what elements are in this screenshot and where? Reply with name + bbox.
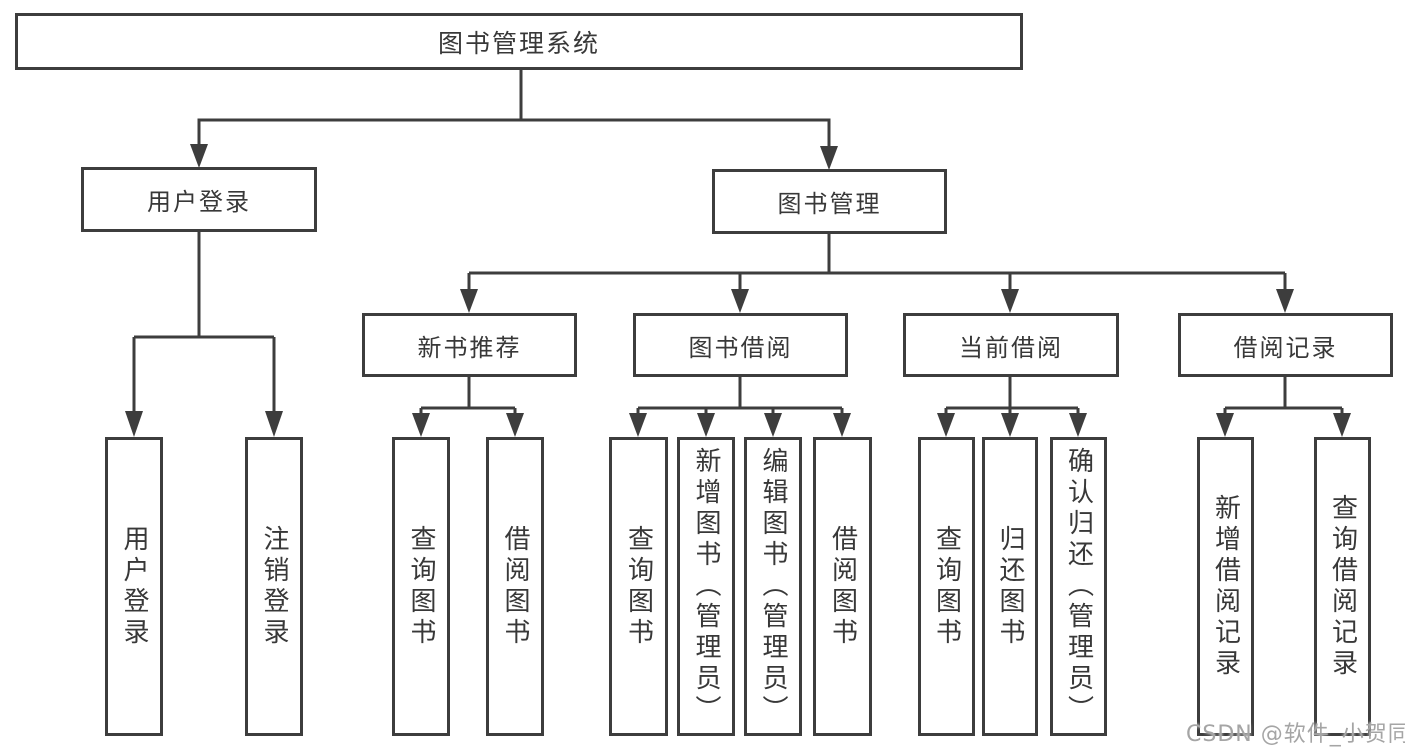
connector-borrow-records-children: [1216, 377, 1351, 437]
leaf-borrow-query: 查询图书: [609, 437, 668, 736]
leaf-newbook-query-label: 查询图书: [406, 524, 436, 649]
leaf-return-book-label: 归还图书: [995, 524, 1025, 649]
csdn-watermark: CSDN @软件_小贺同学: [1186, 722, 1405, 747]
connector-book-borrow-children: [629, 377, 851, 437]
leaf-confirm-return-admin: 确认归还（管理员）: [1050, 437, 1107, 736]
leaf-borrow-book-label: 借阅图书: [827, 524, 858, 649]
leaf-return-book: 归还图书: [982, 437, 1038, 736]
node-user-login-label: 用户登录: [147, 188, 251, 216]
connector-book-management-children: [460, 234, 1294, 313]
leaf-add-book-admin-label: 新增图书（管理员）: [691, 447, 721, 726]
leaf-current-query: 查询图书: [918, 437, 975, 736]
leaf-query-borrow-record: 查询借阅记录: [1314, 437, 1371, 736]
node-borrow-records: 借阅记录: [1178, 313, 1393, 377]
connector-root-to-level1: [190, 69, 838, 170]
leaf-confirm-return-admin-label: 确认归还（管理员）: [1063, 447, 1094, 726]
leaf-edit-book-admin: 编辑图书（管理员）: [744, 437, 802, 736]
connector-user-login-children: [125, 232, 283, 437]
leaf-add-borrow-record-label: 新增借阅记录: [1210, 493, 1241, 680]
node-book-management: 图书管理: [712, 169, 947, 234]
node-root-label: 图书管理系统: [437, 28, 600, 58]
node-user-login: 用户登录: [81, 167, 317, 232]
leaf-query-borrow-record-label: 查询借阅记录: [1327, 493, 1358, 680]
leaf-newbook-borrow: 借阅图书: [486, 437, 544, 736]
leaf-current-query-label: 查询图书: [931, 524, 962, 649]
node-new-book-recommend-label: 新书推荐: [417, 333, 522, 362]
node-current-borrow-label: 当前借阅: [959, 333, 1063, 362]
node-book-borrow: 图书借阅: [633, 313, 848, 377]
node-book-management-label: 图书管理: [777, 190, 882, 218]
node-current-borrow: 当前借阅: [903, 313, 1119, 377]
connector-new-book-children: [412, 377, 524, 437]
leaf-add-book-admin: 新增图书（管理员）: [677, 437, 735, 736]
node-book-borrow-label: 图书借阅: [688, 333, 793, 362]
connector-current-borrow-children: [937, 377, 1087, 437]
leaf-edit-book-admin-label: 编辑图书（管理员）: [758, 447, 788, 726]
leaf-borrow-book: 借阅图书: [813, 437, 872, 736]
leaf-newbook-borrow-label: 借阅图书: [500, 524, 530, 649]
node-root: 图书管理系统: [15, 13, 1023, 70]
leaf-user-login-label: 用户登录: [119, 524, 149, 649]
leaf-logout-label: 注销登录: [259, 524, 289, 649]
node-new-book-recommend: 新书推荐: [362, 313, 577, 377]
leaf-newbook-query: 查询图书: [392, 437, 450, 736]
node-borrow-records-label: 借阅记录: [1233, 333, 1338, 362]
leaf-user-login: 用户登录: [105, 437, 163, 736]
leaf-borrow-query-label: 查询图书: [623, 524, 654, 649]
leaf-add-borrow-record: 新增借阅记录: [1197, 437, 1254, 736]
leaf-logout: 注销登录: [245, 437, 303, 736]
